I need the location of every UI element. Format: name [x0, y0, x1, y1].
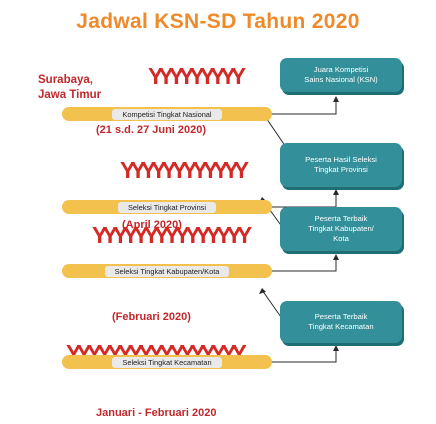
- location-city: Surabaya,: [38, 74, 93, 86]
- page-title: Jadwal KSN-SD Tahun 2020: [76, 10, 360, 33]
- stage-regency-label: Seleksi Tingkat Kabupaten/Kota: [104, 265, 230, 277]
- participants-national-icons: YYYYYYYYY: [148, 63, 247, 89]
- person-icon: Y: [130, 157, 146, 183]
- person-icon: Y: [92, 222, 108, 248]
- person-icon: Y: [151, 157, 167, 183]
- person-icon: Y: [164, 222, 180, 248]
- person-icon: Y: [143, 222, 160, 248]
- date-province: (April 2020): [122, 219, 182, 231]
- stage-district: Seleksi Tingkat Kecamatan: [62, 355, 272, 369]
- stage-national-label: Kompetisi Tingkat Nasional: [112, 108, 222, 120]
- person-icon: Y: [233, 157, 250, 183]
- person-icon: Y: [192, 157, 208, 183]
- person-icon: Y: [195, 222, 211, 248]
- person-icon: Y: [210, 63, 226, 89]
- person-icon: Y: [154, 222, 170, 248]
- person-icon: Y: [112, 222, 129, 248]
- stage-province-label: Seleksi Tingkat Provinsi: [117, 201, 217, 213]
- person-icon: Y: [182, 157, 198, 183]
- person-icon: Y: [123, 222, 139, 248]
- participants-province-icons: YYYYYYYYYYYY: [120, 157, 250, 183]
- participants-regency-icons: YYYYYYYYYYYYYYY: [92, 222, 253, 248]
- date-district: Januari - Februari 2020: [96, 407, 217, 419]
- person-icon: Y: [205, 222, 222, 248]
- person-icon: Y: [171, 157, 188, 183]
- date-national: (21 s.d. 27 Juni 2020): [96, 124, 207, 136]
- person-icon: Y: [202, 157, 219, 183]
- person-icon: Y: [216, 222, 232, 248]
- person-icon: Y: [120, 157, 136, 183]
- person-icon: Y: [236, 222, 253, 248]
- stage-regency: Seleksi Tingkat Kabupaten/Kota: [62, 264, 272, 278]
- date-regency: (Februari 2020): [112, 311, 191, 323]
- person-icon: Y: [140, 157, 157, 183]
- person-icon: Y: [223, 157, 239, 183]
- person-icon: Y: [185, 222, 201, 248]
- person-icon: Y: [226, 222, 242, 248]
- location-province: Jawa Timur: [38, 89, 102, 101]
- person-icon: Y: [168, 63, 185, 89]
- person-icon: Y: [102, 222, 118, 248]
- stage-national: Kompetisi Tingkat Nasional: [62, 107, 272, 121]
- stage-province: Seleksi Tingkat Provinsi: [62, 200, 272, 214]
- person-icon: Y: [189, 63, 205, 89]
- person-icon: Y: [199, 63, 216, 89]
- person-icon: Y: [230, 63, 247, 89]
- person-icon: Y: [158, 63, 174, 89]
- person-icon: Y: [179, 63, 195, 89]
- person-icon: Y: [148, 63, 164, 89]
- person-icon: Y: [213, 157, 229, 183]
- stage-district-label: Seleksi Tingkat Kecamatan: [112, 356, 222, 368]
- person-icon: Y: [161, 157, 177, 183]
- person-icon: Y: [133, 222, 149, 248]
- location-label: Surabaya, Jawa Timur: [38, 73, 101, 103]
- person-icon: Y: [174, 222, 191, 248]
- person-icon: Y: [220, 63, 236, 89]
